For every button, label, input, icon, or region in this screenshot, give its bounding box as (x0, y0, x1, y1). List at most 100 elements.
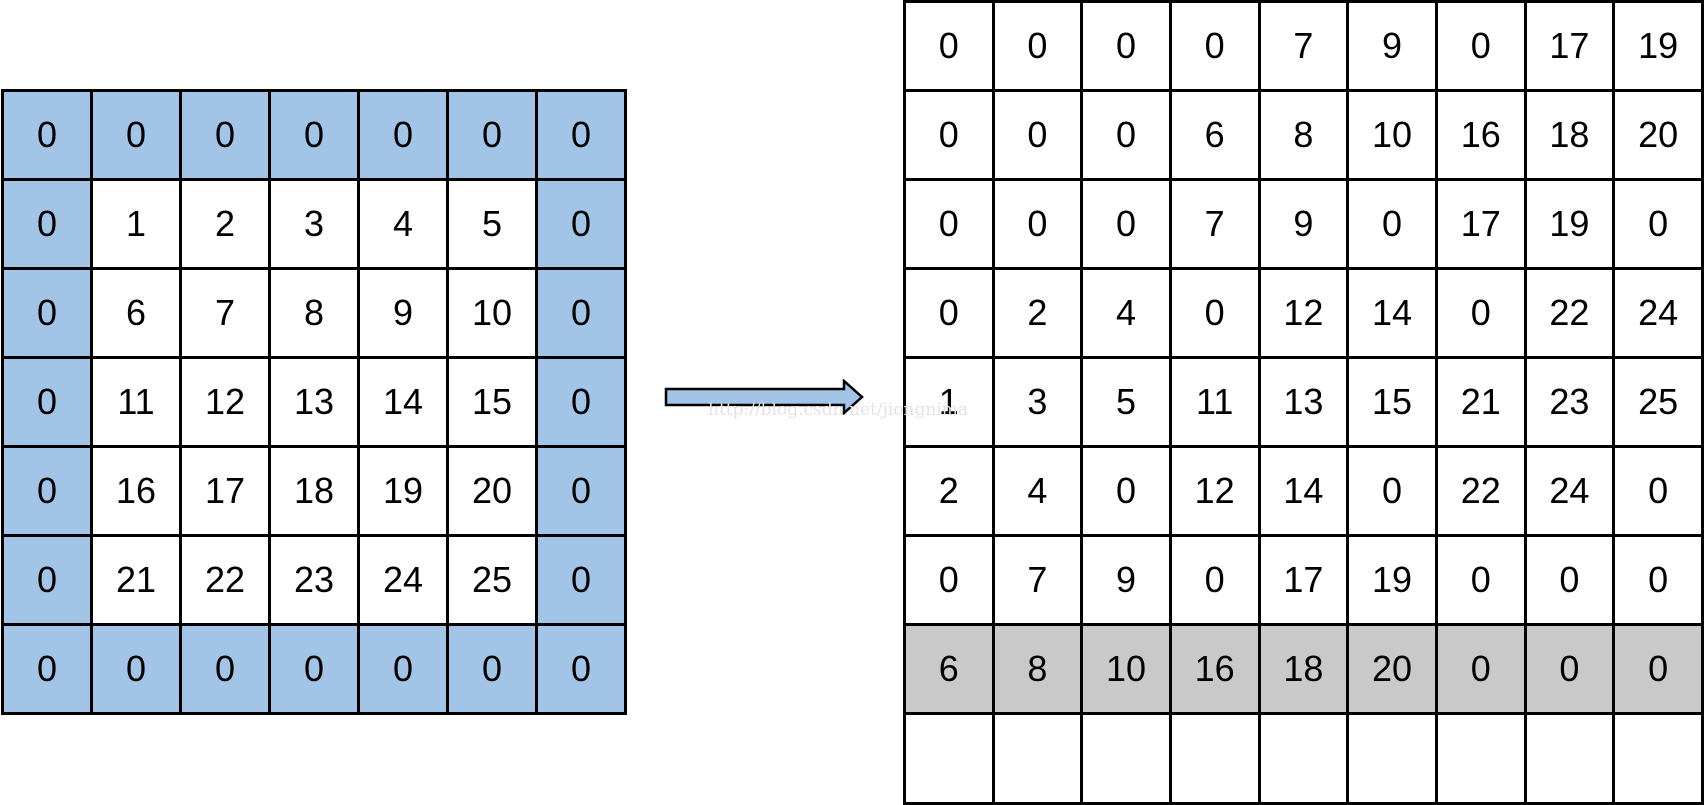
grid-cell: 21 (90, 534, 182, 626)
grid-cell: 10 (446, 267, 538, 359)
grid-cell: 0 (1434, 267, 1527, 359)
grid-cell: 0 (446, 89, 538, 181)
grid-cell: 0 (1346, 178, 1438, 270)
grid-cell: 12 (1257, 267, 1350, 359)
grid-cell: 0 (268, 623, 360, 715)
grid-cell: 22 (1523, 267, 1616, 359)
transform-arrow (664, 379, 864, 415)
grid-cell: 17 (179, 445, 271, 537)
grid-cell: 2 (903, 445, 995, 537)
grid-cell: 0 (903, 178, 995, 270)
grid-cell: 0 (1612, 178, 1704, 270)
grid-cell: 16 (1434, 89, 1527, 181)
grid-cell: 18 (1523, 89, 1616, 181)
grid-cell: 0 (1080, 178, 1172, 270)
grid-cell: 24 (1612, 267, 1704, 359)
grid-cell: 0 (1, 356, 93, 448)
grid-cell: 0 (1346, 445, 1438, 537)
grid-cell: 9 (1080, 534, 1172, 626)
grid-cell: 25 (1612, 356, 1704, 448)
grid-cell: 7 (1257, 0, 1350, 92)
grid-cell: 0 (1080, 0, 1172, 92)
grid-cell: 0 (1, 623, 93, 715)
grid-cell: 1 (903, 356, 995, 448)
grid-cell: 6 (90, 267, 182, 359)
grid-cell: 1 (90, 178, 182, 270)
grid-cell: 0 (1080, 89, 1172, 181)
grid-cell: 17 (1257, 534, 1350, 626)
grid-cell: 0 (903, 0, 995, 92)
grid-cell: 20 (1612, 89, 1704, 181)
grid-cell: 0 (90, 89, 182, 181)
grid-cell: 9 (357, 267, 449, 359)
grid-cell: 0 (1434, 534, 1527, 626)
grid-cell: 0 (1, 178, 93, 270)
grid-cell: 10 (1080, 623, 1172, 715)
grid-cell: 16 (90, 445, 182, 537)
grid-cell: 0 (1168, 267, 1261, 359)
grid-cell (903, 712, 995, 805)
grid-cell: 19 (1612, 0, 1704, 92)
grid-cell (991, 712, 1084, 805)
grid-cell (1523, 712, 1616, 805)
arrow-right-icon (664, 379, 864, 415)
grid-cell: 0 (1523, 623, 1616, 715)
grid-cell: 7 (1168, 178, 1261, 270)
grid-cell: 0 (535, 445, 627, 537)
grid-cell: 24 (357, 534, 449, 626)
grid-cell: 14 (1257, 445, 1350, 537)
grid-cell: 0 (991, 178, 1084, 270)
grid-cell: 8 (991, 623, 1084, 715)
grid-cell: 12 (1168, 445, 1261, 537)
grid-cell: 0 (1, 89, 93, 181)
grid-cell: 13 (1257, 356, 1350, 448)
grid-cell: 22 (1434, 445, 1527, 537)
grid-cell (1257, 712, 1350, 805)
grid-cell: 7 (179, 267, 271, 359)
grid-cell (1612, 712, 1704, 805)
grid-cell: 0 (1434, 0, 1527, 92)
grid-cell: 0 (535, 623, 627, 715)
grid-cell: 0 (1434, 623, 1527, 715)
grid-cell: 0 (903, 534, 995, 626)
grid-cell: 0 (535, 267, 627, 359)
grid-cell: 22 (179, 534, 271, 626)
grid-cell: 18 (1257, 623, 1350, 715)
grid-cell: 17 (1434, 178, 1527, 270)
grid-cell: 10 (1346, 89, 1438, 181)
grid-cell (1434, 712, 1527, 805)
grid-cell: 15 (1346, 356, 1438, 448)
grid-cell: 17 (1523, 0, 1616, 92)
grid-cell: 0 (1612, 534, 1704, 626)
grid-row (903, 712, 1704, 805)
grid-cell: 23 (1523, 356, 1616, 448)
grid-cell: 0 (179, 623, 271, 715)
grid-cell: 9 (1257, 178, 1350, 270)
grid-cell: 15 (446, 356, 538, 448)
grid-cell: 0 (1, 267, 93, 359)
grid-cell: 0 (1080, 445, 1172, 537)
grid-cell: 23 (268, 534, 360, 626)
grid-cell: 0 (90, 623, 182, 715)
grid-cell: 8 (1257, 89, 1350, 181)
grid-cell: 9 (1346, 0, 1438, 92)
grid-cell: 3 (268, 178, 360, 270)
grid-cell: 4 (991, 445, 1084, 537)
grid-cell: 21 (1434, 356, 1527, 448)
grid-cell: 19 (1346, 534, 1438, 626)
grid-cell: 0 (535, 534, 627, 626)
grid-cell (1168, 712, 1261, 805)
grid-cell: 3 (991, 356, 1084, 448)
grid-cell: 8 (268, 267, 360, 359)
grid-cell: 0 (1168, 534, 1261, 626)
